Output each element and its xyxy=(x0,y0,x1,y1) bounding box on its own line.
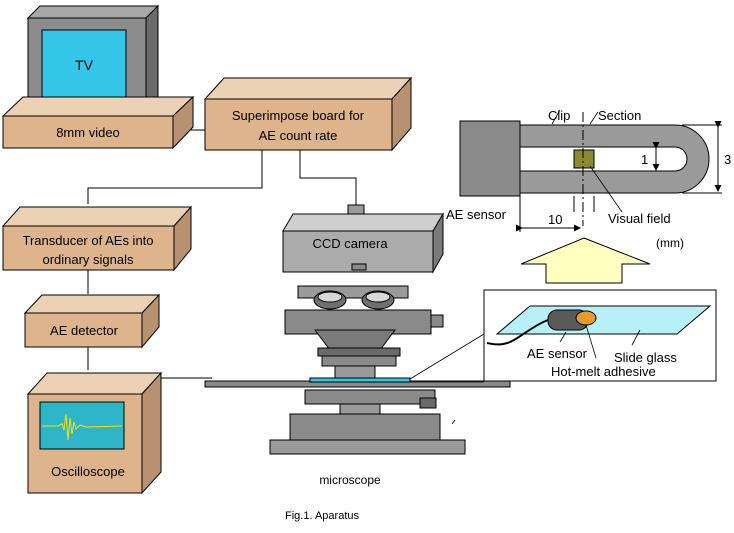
microscope-label: microscope xyxy=(319,473,381,487)
transducer-box: Transducer of AEs into ordinary signals xyxy=(1,205,193,272)
ae-sensor-body xyxy=(459,120,521,197)
video-label: 8mm video xyxy=(56,125,120,140)
unit-label: (mm) xyxy=(656,236,684,250)
superimpose-label-line1: Superimpose board for xyxy=(232,108,365,123)
waveform xyxy=(42,413,123,441)
oscilloscope-label: Oscilloscope xyxy=(51,464,125,479)
oscilloscope-box: Oscilloscope xyxy=(26,371,163,495)
figure-caption: Fig.1. Aparatus xyxy=(285,510,359,522)
inset-panel: AE sensor Slide glass Hot-melt adhesive xyxy=(483,289,717,382)
superimpose-board-box: Superimpose board for AE count rate xyxy=(203,76,413,152)
inset-adhesive-label: Hot-melt adhesive xyxy=(551,364,656,379)
dim-outer-label: 3 xyxy=(724,152,731,167)
video-box: 8mm video xyxy=(1,95,195,150)
sensor-detail: Clip Section AE sensor Visual field (mm)… xyxy=(446,108,731,250)
view-direction-arrow xyxy=(520,237,651,284)
ae-detector-box: AE detector xyxy=(23,293,161,349)
dim-length-label: 10 xyxy=(548,212,562,227)
microscope xyxy=(204,285,511,455)
tv-monitor: TV xyxy=(26,4,160,112)
tv-label: TV xyxy=(75,57,94,73)
camera-label: CCD camera xyxy=(312,236,388,251)
inset-adhesive xyxy=(575,310,597,326)
ccd-camera: CCD camera xyxy=(282,204,444,274)
section-label: Section xyxy=(598,108,641,123)
microscope-slide xyxy=(309,377,411,383)
clip xyxy=(519,124,710,194)
tick-mark xyxy=(451,419,456,425)
superimpose-label-line2: AE count rate xyxy=(259,128,338,143)
transducer-label-line2: ordinary signals xyxy=(42,252,134,267)
inset-sensor-label: AE sensor xyxy=(527,346,588,361)
inset-cable xyxy=(486,319,549,346)
inset-leader-lines xyxy=(409,333,485,383)
visual-field-marker xyxy=(573,149,595,169)
tv-screen xyxy=(41,29,127,100)
visual-field-label: Visual field xyxy=(608,211,671,226)
sensor-label: AE sensor xyxy=(446,207,507,222)
detector-label: AE detector xyxy=(50,323,119,338)
transducer-label-line1: Transducer of AEs into xyxy=(22,233,153,248)
inset-glass-label: Slide glass xyxy=(614,350,677,365)
clip-label: Clip xyxy=(548,108,570,123)
dim-inner-label: 1 xyxy=(641,152,648,167)
